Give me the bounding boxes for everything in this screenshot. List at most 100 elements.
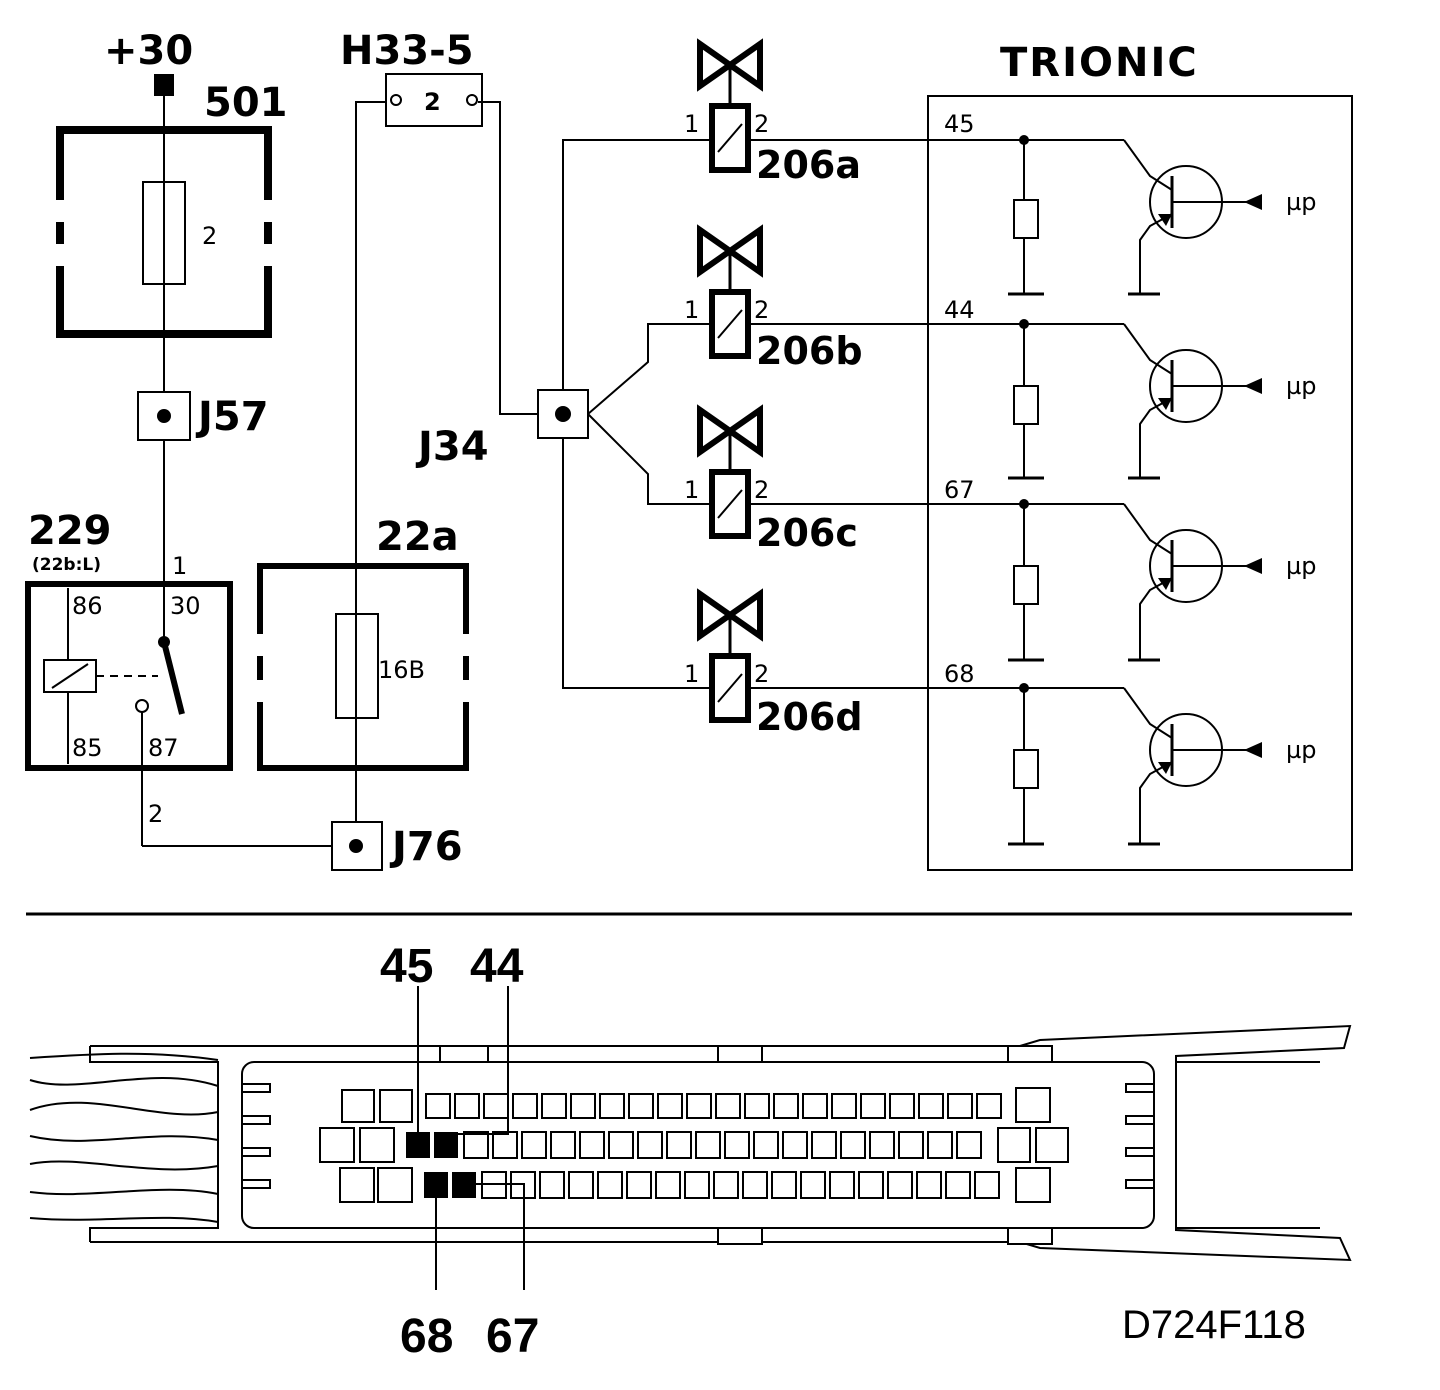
plus30-terminal: [154, 74, 174, 96]
h33-label: H33-5: [340, 28, 474, 74]
j57-label: J57: [195, 394, 269, 440]
drawing-code: D724F118: [1122, 1303, 1306, 1347]
ecu-pin-44: 44: [944, 296, 975, 324]
connector-h33-5: H33-5 2: [340, 28, 483, 127]
injector-206b: 1 2 206b: [684, 224, 863, 373]
relay-229: 229 (22b:L) 1 86 30 85 87 2: [25, 508, 233, 846]
connector-cavity: [684, 1171, 710, 1199]
connector-cavity-large: [339, 1167, 375, 1203]
connector-cavity: [715, 1093, 741, 1119]
callout-68: 68: [400, 1310, 453, 1363]
relay-terminal-87: 87: [148, 734, 179, 762]
connector-cavity-large: [379, 1089, 413, 1123]
connector-cavity: [753, 1131, 779, 1159]
connector-cavity: [945, 1171, 971, 1199]
connector-cavity: [568, 1171, 594, 1199]
connector-cavity: [811, 1131, 837, 1159]
h33-pin-label: 2: [424, 88, 441, 116]
fuse-22a-label: 22a: [376, 514, 459, 560]
wire-2-label: 2: [148, 800, 163, 828]
wire-harness: [29, 1052, 219, 1223]
connector-cavity: [541, 1093, 567, 1119]
ecu-channel-67: 67 µp: [944, 476, 1317, 662]
ecu-channel-44: 44 µp: [944, 296, 1317, 480]
connector-cavity-large: [997, 1127, 1031, 1163]
connector-cavity: [927, 1131, 953, 1159]
injector-206b-pin2: 2: [754, 296, 769, 324]
connector-cavity: [686, 1093, 712, 1119]
ecu-pin-68: 68: [944, 660, 975, 688]
connector-cavity: [742, 1171, 768, 1199]
connector-cavity: [550, 1131, 576, 1159]
connector-cavity: [628, 1093, 654, 1119]
connector-cavity: [666, 1131, 692, 1159]
connector-cavity: [782, 1131, 808, 1159]
connector-cavity: [608, 1131, 634, 1159]
callout-44: 44: [470, 940, 524, 993]
relay-229-box: [25, 581, 233, 771]
connector-cavity: [425, 1093, 451, 1119]
ecu-up-67: µp: [1286, 552, 1317, 580]
connector-cavity-large: [359, 1127, 395, 1163]
wire-1-label: 1: [172, 552, 187, 580]
j34-label: J34: [415, 424, 489, 470]
ecu-up-68: µp: [1286, 736, 1317, 764]
connector-cavity: [695, 1131, 721, 1159]
connector-cavity: [918, 1093, 944, 1119]
connector-pin-44: [434, 1132, 458, 1158]
ecu-up-45: µp: [1286, 188, 1317, 216]
connector-cavity: [724, 1131, 750, 1159]
connector-cavity: [655, 1171, 681, 1199]
injector-206d-pin2: 2: [754, 660, 769, 688]
ecu-channel-45: 45 µp: [944, 110, 1317, 296]
connector-cavity: [802, 1093, 828, 1119]
connector-cavity: [599, 1093, 625, 1119]
connector-cavity: [887, 1171, 913, 1199]
connector-pin-45: [406, 1132, 430, 1158]
ecu-connector-drawing: 45 44 68 67: [29, 940, 1352, 1363]
connector-cavity: [829, 1171, 855, 1199]
ecu-resistor-44: [1013, 385, 1039, 425]
connector-cavity: [831, 1093, 857, 1119]
trionic-box: [927, 95, 1353, 871]
connector-cavity: [657, 1093, 683, 1119]
connector-cavity: [898, 1131, 924, 1159]
injector-206d-label: 206d: [756, 695, 863, 739]
injector-206c-pin1: 1: [684, 476, 699, 504]
injector-206a: 1 2 206a: [684, 38, 861, 187]
ecu-channel-68: 68 µp: [944, 660, 1317, 846]
connector-cavity-large: [377, 1167, 413, 1203]
connector-cavity: [800, 1171, 826, 1199]
relay-terminal-30: 30: [170, 592, 201, 620]
connector-cavity-large: [1015, 1087, 1051, 1123]
fuse-501-value: 2: [202, 222, 217, 250]
wire-h33-j34: [478, 101, 540, 415]
connector-cavity: [492, 1131, 518, 1159]
connector-cavity: [860, 1093, 886, 1119]
ecu-trionic: TRIONIC 45 µp 44: [927, 40, 1353, 871]
connector-cavity: [916, 1171, 942, 1199]
connector-cavity: [539, 1171, 565, 1199]
wire-j34-206a: [562, 139, 710, 390]
supply-plus30: +30: [104, 28, 193, 96]
fuse-501: 501 2: [56, 80, 288, 338]
connector-cavity: [521, 1131, 547, 1159]
ecu-resistor-45: [1013, 199, 1039, 239]
wire-j34-206b: [587, 323, 710, 415]
connector-cavity: [773, 1093, 799, 1119]
connector-cavity: [570, 1093, 596, 1119]
connector-cavity: [976, 1093, 1002, 1119]
trionic-label: TRIONIC: [1000, 40, 1199, 86]
connector-cavity-large: [1035, 1127, 1069, 1163]
connector-cavity-large: [341, 1089, 375, 1123]
connector-cavity: [858, 1171, 884, 1199]
relay-terminal-86: 86: [72, 592, 103, 620]
callout-67: 67: [486, 1310, 539, 1363]
connector-cavity: [889, 1093, 915, 1119]
injector-206a-pin2: 2: [754, 110, 769, 138]
connector-cavity: [840, 1131, 866, 1159]
injector-206a-label: 206a: [756, 143, 861, 187]
wire-j34-206d: [562, 438, 710, 689]
connector-cavity: [744, 1093, 770, 1119]
